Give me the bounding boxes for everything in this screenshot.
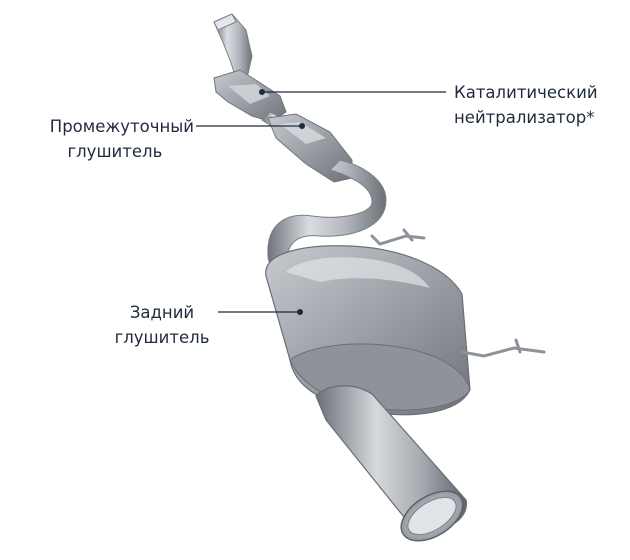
label-catalytic-line1: Каталитический: [454, 80, 598, 105]
leader-dot-catalytic: [259, 89, 265, 95]
rear-muffler: [266, 246, 470, 415]
label-rear-muffler: Задний глушитель: [112, 300, 212, 350]
label-catalytic-line2: нейтрализатор*: [454, 105, 598, 130]
label-catalytic-converter: Каталитический нейтрализатор*: [454, 80, 598, 130]
label-rear-line1: Задний: [112, 300, 212, 325]
leader-dot-rear: [297, 309, 303, 315]
front-pipe: [214, 14, 252, 78]
label-rear-line2: глушитель: [112, 325, 212, 350]
label-intermediate-line1: Промежуточный: [50, 114, 194, 139]
label-intermediate-muffler: Промежуточный глушитель: [50, 114, 194, 164]
label-intermediate-line2: глушитель: [50, 139, 194, 164]
leader-dot-intermediate: [299, 123, 305, 129]
